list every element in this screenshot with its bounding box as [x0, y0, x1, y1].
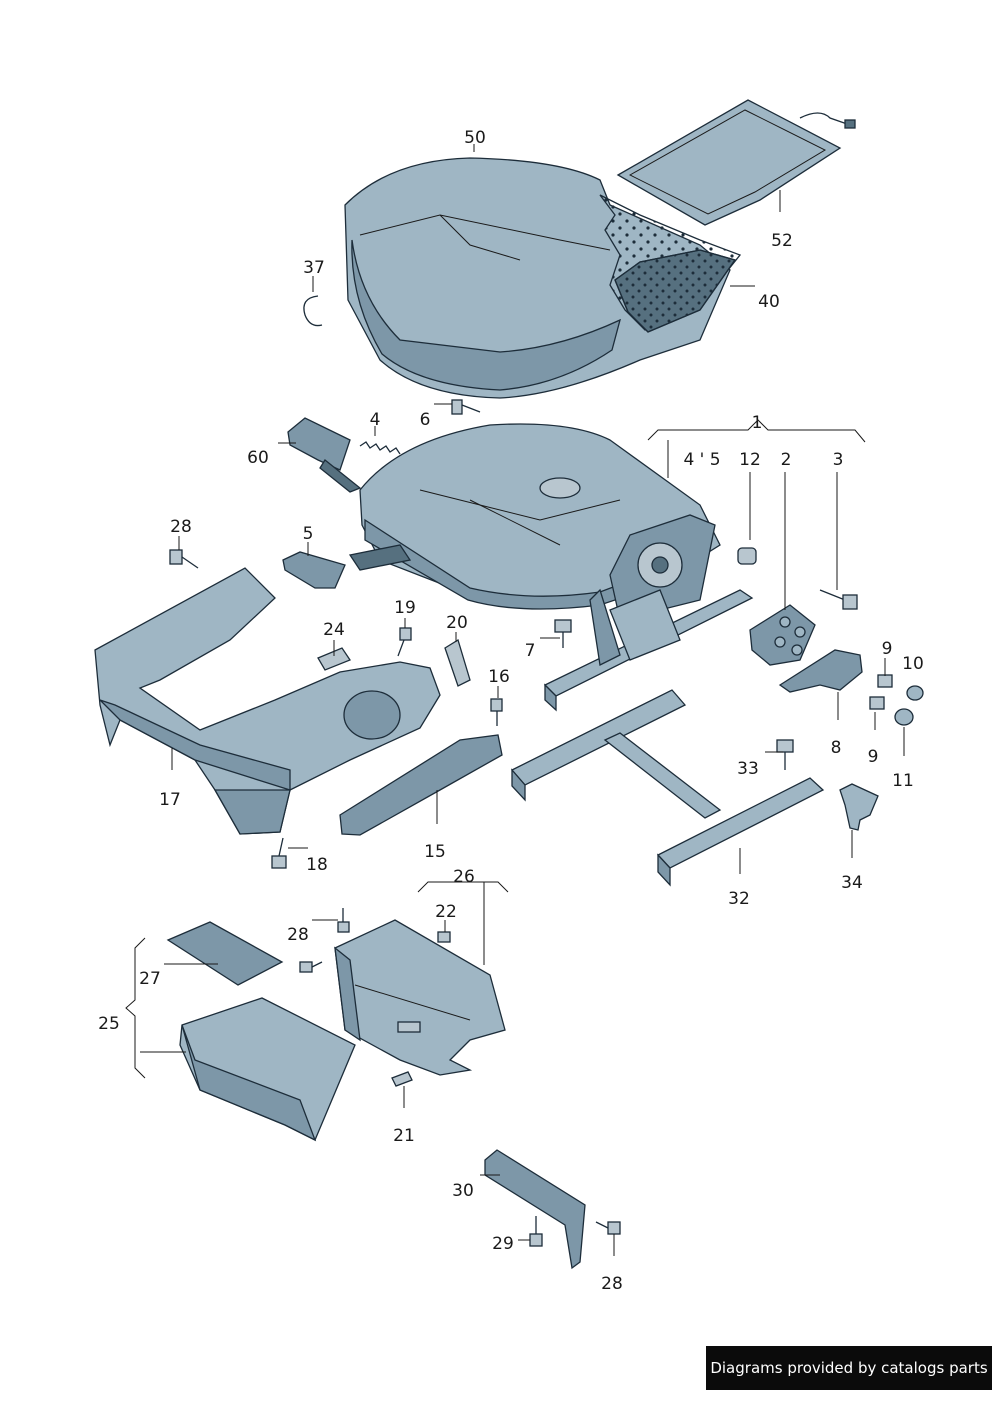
callout-19: 19	[394, 598, 416, 618]
screw-29-part	[529, 1216, 543, 1247]
rail-cover-part	[484, 1149, 586, 1270]
callout-34: 34	[841, 873, 863, 893]
bolt-7-part	[554, 619, 572, 648]
callout-32: 32	[728, 889, 750, 909]
clip-21-part	[391, 1071, 413, 1087]
callout-4: 4	[370, 410, 381, 430]
trim-cover-part	[339, 734, 503, 836]
recliner-adjuster-part	[749, 604, 816, 666]
callout-10: 10	[902, 654, 924, 674]
callout-18: 18	[306, 855, 328, 875]
callout-40: 40	[758, 292, 780, 312]
callout-6: 6	[420, 410, 431, 430]
clip-part	[303, 295, 323, 327]
callout-25: 25	[98, 1014, 120, 1034]
callout-17: 17	[159, 790, 181, 810]
leader-lines	[125, 144, 905, 1256]
callout-28-c: 28	[601, 1274, 623, 1294]
bolt-part	[451, 399, 481, 415]
bolt-18-part	[271, 837, 287, 869]
bolt-33-part	[776, 739, 794, 770]
callout-9-a: 9	[882, 639, 893, 659]
seat-rail-part	[543, 588, 754, 712]
screw-19-part	[397, 627, 412, 657]
callout-33: 33	[737, 759, 759, 779]
callout-60: 60	[247, 448, 269, 468]
callout-labels: 50 52 37 40 4 6 1 60 4 ' 5 12 2 3 28 5 1…	[98, 128, 924, 1294]
callout-16: 16	[488, 667, 510, 687]
callout-20: 20	[446, 613, 468, 633]
callout-28-a: 28	[170, 517, 192, 537]
clip-20-part	[444, 639, 471, 687]
callout-28-b: 28	[287, 925, 309, 945]
bracket-34-part	[839, 783, 879, 831]
callout-27: 27	[139, 969, 161, 989]
small-fasteners-part	[869, 674, 924, 726]
screw-28d-part	[595, 1221, 621, 1235]
callout-3: 3	[833, 450, 844, 470]
callout-5: 5	[303, 524, 314, 544]
callout-7: 7	[525, 641, 536, 661]
callout-8: 8	[831, 738, 842, 758]
credit-banner: Diagrams provided by catalogs parts	[706, 1346, 992, 1390]
seat-cushion-part	[344, 157, 742, 399]
callout-30: 30	[452, 1181, 474, 1201]
callout-9-b: 9	[868, 747, 879, 767]
callout-37: 37	[303, 258, 325, 278]
screw-22-part	[437, 931, 451, 943]
belt-buckle-part	[287, 417, 362, 493]
housing-part	[334, 919, 506, 1076]
screw-16-part	[490, 698, 503, 726]
callout-15: 15	[424, 842, 446, 862]
seat-frame-part	[348, 423, 721, 621]
screw-28b-part	[299, 961, 323, 973]
callout-11: 11	[892, 771, 914, 791]
storage-tray-part	[179, 997, 356, 1142]
cross-frame-part	[510, 689, 825, 887]
seat-heating-mat-part	[616, 99, 856, 226]
handle-part	[282, 551, 346, 589]
callout-29: 29	[492, 1234, 514, 1254]
callout-1: 1	[752, 413, 763, 433]
screw-28-part	[169, 549, 199, 569]
pad-part	[166, 921, 284, 986]
adjustment-lever-part	[778, 649, 863, 693]
callout-50: 50	[464, 128, 486, 148]
spring-part	[359, 441, 401, 455]
bushing-part	[737, 547, 757, 565]
callout-52: 52	[771, 231, 793, 251]
callout-22: 22	[435, 902, 457, 922]
callout-2: 2	[781, 450, 792, 470]
screw-part	[819, 589, 858, 610]
callout-12: 12	[739, 450, 761, 470]
callout-21: 21	[393, 1126, 415, 1146]
side-trim-part	[94, 567, 441, 835]
screw-28c-part	[337, 908, 350, 933]
callout-24: 24	[323, 620, 345, 640]
callout-26: 26	[453, 867, 475, 887]
callout-4-5: 4 ' 5	[683, 450, 720, 470]
